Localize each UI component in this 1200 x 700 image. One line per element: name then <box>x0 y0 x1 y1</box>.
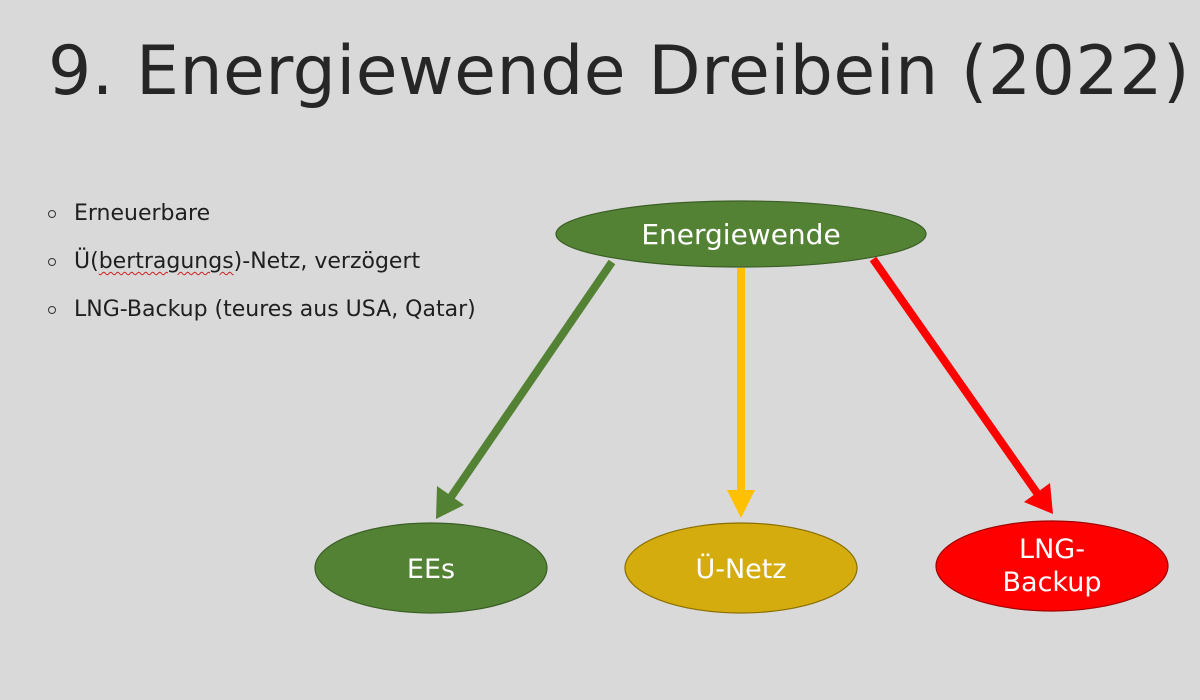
node-lng-backup: LNG- Backup <box>935 520 1169 612</box>
bullet-text-prefix: Ü( <box>74 249 99 274</box>
node-label: Ü-Netz <box>695 553 786 585</box>
slide-title: 9. Energiewende Dreibein (2022) <box>48 32 1190 111</box>
bullet-item-erneuerbare: Erneuerbare <box>48 192 476 240</box>
bullet-text: LNG-Backup (teures aus USA, Qatar) <box>74 297 476 322</box>
node-energiewende: Energiewende <box>555 200 927 268</box>
spellcheck-underlined-word: bertragungs <box>98 249 234 274</box>
arrow-head <box>436 486 464 519</box>
hollow-circle-bullet-icon <box>48 210 56 218</box>
node-shape <box>624 522 858 614</box>
hollow-circle-bullet-icon <box>48 306 56 314</box>
bullet-text-suffix: )-Netz, verzögert <box>233 249 421 274</box>
node-label: Energiewende <box>641 218 840 251</box>
node-label: EEs <box>407 554 455 585</box>
arrow-head <box>727 490 755 518</box>
arrow-shaft <box>869 256 1041 496</box>
hollow-circle-bullet-icon <box>48 258 56 266</box>
node-label-line-2: Backup <box>1003 567 1102 598</box>
node-shape <box>314 522 548 614</box>
node-shape <box>935 520 1169 612</box>
bullet-item-lng: LNG-Backup (teures aus USA, Qatar) <box>48 288 476 336</box>
node-u-netz: Ü-Netz <box>624 522 858 614</box>
arrow-to-lng-backup <box>869 256 1053 514</box>
bullet-list: Erneuerbare Ü(bertragungs)-Netz, verzöge… <box>48 192 476 336</box>
arrow-to-u-netz <box>727 268 755 518</box>
arrow-to-ees <box>436 259 616 519</box>
node-shape <box>555 200 927 268</box>
bullet-text: Erneuerbare <box>74 201 211 226</box>
arrow-head <box>1024 483 1053 514</box>
node-ees: EEs <box>314 522 548 614</box>
arrow-shaft <box>447 259 616 500</box>
bullet-item-netz: Ü(bertragungs)-Netz, verzögert <box>48 240 476 288</box>
node-label-line-1: LNG- <box>1019 534 1085 565</box>
